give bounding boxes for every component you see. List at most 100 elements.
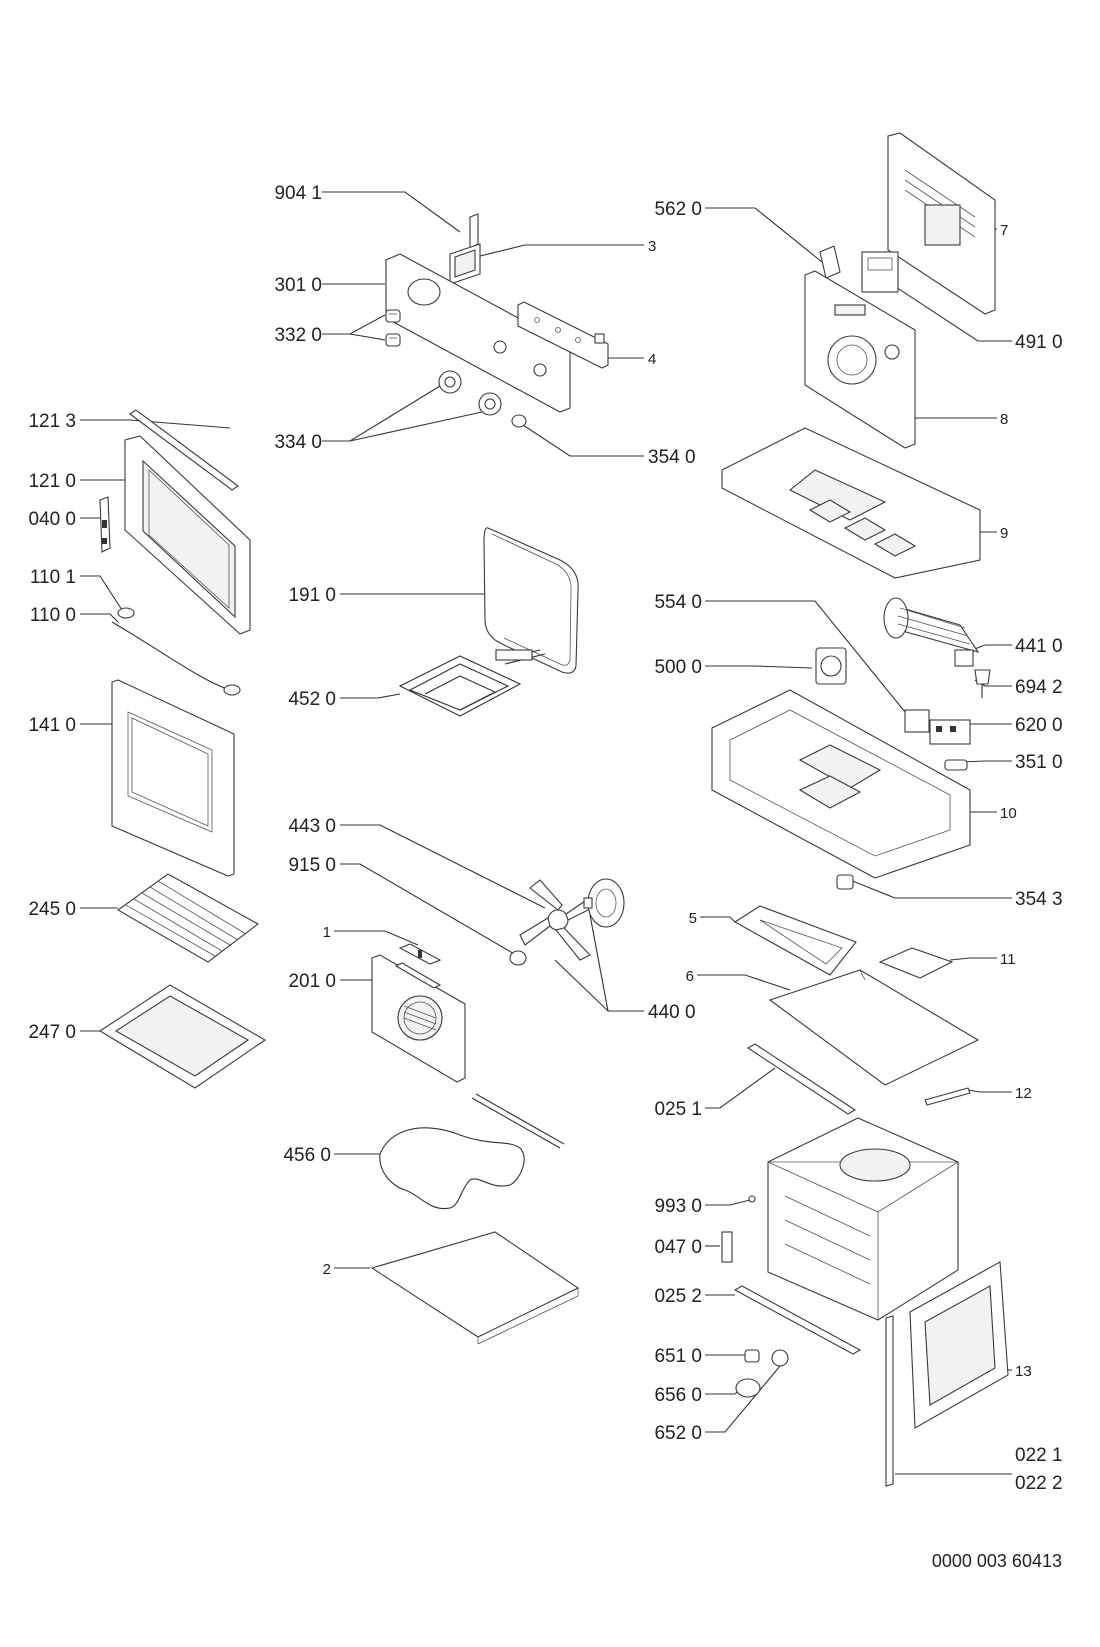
label-440-0: 440 0 (648, 1002, 696, 1023)
lamp-351-0 (944, 759, 968, 771)
knobs-334-0 (438, 370, 502, 416)
hinge-040-0 (99, 496, 111, 553)
label-022-2: 022 2 (1015, 1473, 1063, 1494)
label-13: 13 (1015, 1363, 1032, 1380)
door-frame-121-0 (124, 435, 251, 635)
label-652-0: 652 0 (654, 1423, 702, 1444)
labels: 904 1 3 301 0 332 0 4 334 0 354 0 562 0 … (28, 183, 1062, 1571)
label-121-3: 121 3 (28, 411, 76, 432)
label-110-0: 110 0 (30, 605, 76, 626)
wire-110 (111, 607, 241, 696)
grill-element-452-0 (398, 649, 546, 717)
knobs-332-0 (385, 309, 401, 347)
label-554-0: 554 0 (654, 592, 702, 613)
label-500-0: 500 0 (654, 657, 702, 678)
back-cover-7 (887, 132, 996, 315)
clip-1 (398, 943, 442, 965)
label-354-0: 354 0 (648, 447, 696, 468)
screw-993-0 (729, 1195, 756, 1206)
tangential-fan-441-0 (883, 597, 980, 667)
label-354-3: 354 3 (1015, 889, 1063, 910)
side-rail-022 (885, 1315, 894, 1487)
label-441-0: 441 0 (1015, 636, 1063, 657)
knob-parts-65x (735, 1349, 789, 1398)
label-10: 10 (1000, 805, 1017, 822)
fan-blade-443-0 (519, 879, 599, 961)
label-656-0: 656 0 (654, 1385, 702, 1406)
label-141-0: 141 0 (28, 715, 76, 736)
wire-rack-245-0 (116, 873, 260, 963)
label-7: 7 (1000, 222, 1008, 239)
fan-motor-440-0 (583, 878, 625, 928)
fan-500-0 (815, 647, 847, 685)
label-993-0: 993 0 (654, 1196, 702, 1217)
plug-694-2 (974, 669, 991, 698)
nut-915-0 (509, 950, 527, 966)
label-11: 11 (1000, 951, 1016, 968)
label-332-0: 332 0 (274, 325, 322, 346)
label-915-0: 915 0 (288, 855, 336, 876)
label-694-2: 694 2 (1015, 677, 1063, 698)
plate-6 (768, 969, 980, 1086)
label-047-0: 047 0 (654, 1237, 702, 1258)
clip-047-0 (721, 1231, 733, 1263)
switch-554-0 (904, 709, 930, 733)
label-562-0: 562 0 (654, 199, 702, 220)
switch-block-620-0 (929, 719, 971, 745)
label-620-0: 620 0 (1015, 715, 1063, 736)
control-board-4 (517, 301, 609, 369)
element-456-0 (379, 1093, 565, 1210)
knob-354-0 (511, 414, 527, 428)
baking-tray-247-0 (98, 984, 267, 1089)
door-trim-121-3 (129, 409, 239, 491)
label-121-0: 121 0 (28, 471, 76, 492)
label-491-0: 491 0 (1015, 332, 1063, 353)
label-351-0: 351 0 (1015, 752, 1063, 773)
side-panel-13 (909, 1261, 1009, 1429)
outer-door-141-0 (111, 679, 235, 877)
chassis-10 (711, 689, 971, 879)
label-443-0: 443 0 (288, 816, 336, 837)
cavity-box (767, 1117, 960, 1321)
rail-025-2 (733, 1285, 862, 1355)
leader-lines (80, 191, 1012, 1475)
relay-491-0 (861, 251, 899, 293)
label-452-0: 452 0 (288, 689, 336, 710)
label-6: 6 (686, 968, 694, 985)
label-8: 8 (1000, 411, 1008, 428)
rear-panel-8 (804, 270, 916, 449)
label-022-1: 022 1 (1015, 1445, 1063, 1466)
label-456-0: 456 0 (283, 1145, 331, 1166)
label-12: 12 (1015, 1085, 1032, 1102)
label-1: 1 (323, 924, 331, 941)
bracket-11 (878, 947, 954, 979)
label-334-0: 334 0 (274, 432, 322, 453)
label-245-0: 245 0 (28, 899, 76, 920)
control-panel-301-0 (385, 253, 571, 413)
lamp-354-3 (836, 874, 854, 890)
indicator-904-1 (469, 213, 479, 249)
bracket-3 (449, 243, 481, 285)
thermostat-562-0 (819, 245, 841, 279)
label-110-1: 110 1 (30, 567, 76, 588)
top-panel-9 (721, 427, 981, 579)
label-201-0: 201 0 (288, 971, 336, 992)
label-247-0: 247 0 (28, 1022, 76, 1043)
label-301-0: 301 0 (274, 275, 322, 296)
rail-025-1 (746, 1043, 857, 1115)
strip-12 (924, 1087, 971, 1106)
label-3: 3 (648, 238, 656, 255)
label-025-1: 025 1 (654, 1099, 702, 1120)
label-5: 5 (689, 910, 697, 927)
back-panel-201-0 (371, 954, 466, 1083)
label-040-0: 040 0 (28, 509, 76, 530)
cover-5 (733, 905, 857, 976)
gasket-191-0 (483, 527, 579, 674)
label-651-0: 651 0 (654, 1346, 702, 1367)
label-025-2: 025 2 (654, 1286, 702, 1307)
label-4: 4 (648, 351, 656, 368)
label-2: 2 (323, 1261, 331, 1278)
label-904-1: 904 1 (274, 183, 322, 204)
label-191-0: 191 0 (288, 585, 336, 606)
